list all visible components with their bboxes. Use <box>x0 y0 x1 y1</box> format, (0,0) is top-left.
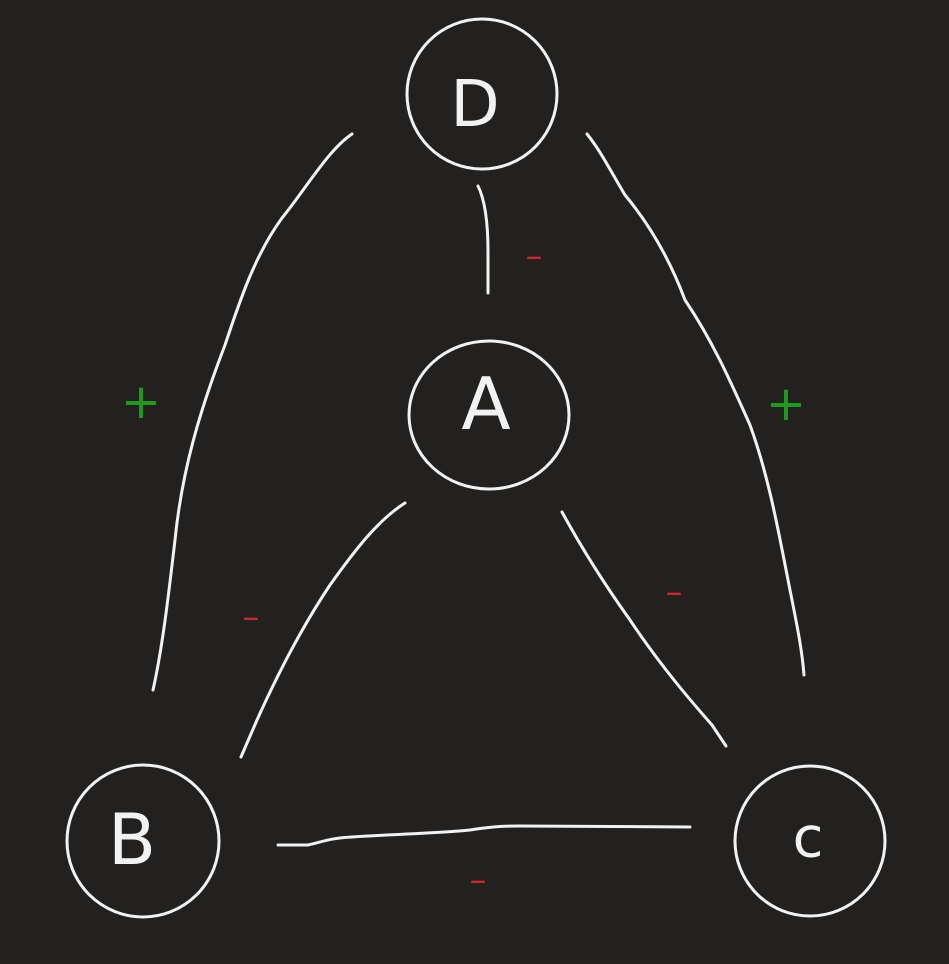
edge-d-a <box>476 184 490 295</box>
edge-a-b <box>239 501 407 759</box>
node-c-label: c <box>793 806 824 871</box>
edge-b-c <box>276 824 692 847</box>
node-d: D <box>405 17 559 171</box>
edge-d-b-sign: + <box>121 374 161 430</box>
node-b: B <box>65 763 221 919</box>
edge-a-c <box>560 510 728 748</box>
node-a-label: A <box>461 362 510 446</box>
edge-a-c-sign: – <box>666 572 683 612</box>
edge-d-a-sign: – <box>526 236 543 276</box>
node-a: A <box>407 339 571 491</box>
edge-d-c <box>585 132 806 677</box>
edge-b-c-sign: – <box>470 860 487 900</box>
edge-a-b-sign: – <box>243 597 260 637</box>
edge-d-c-sign: + <box>766 376 806 432</box>
node-d-label: D <box>450 68 499 142</box>
node-c: c <box>733 764 887 918</box>
edge-d-b <box>151 132 354 692</box>
node-b-label: B <box>108 799 156 881</box>
